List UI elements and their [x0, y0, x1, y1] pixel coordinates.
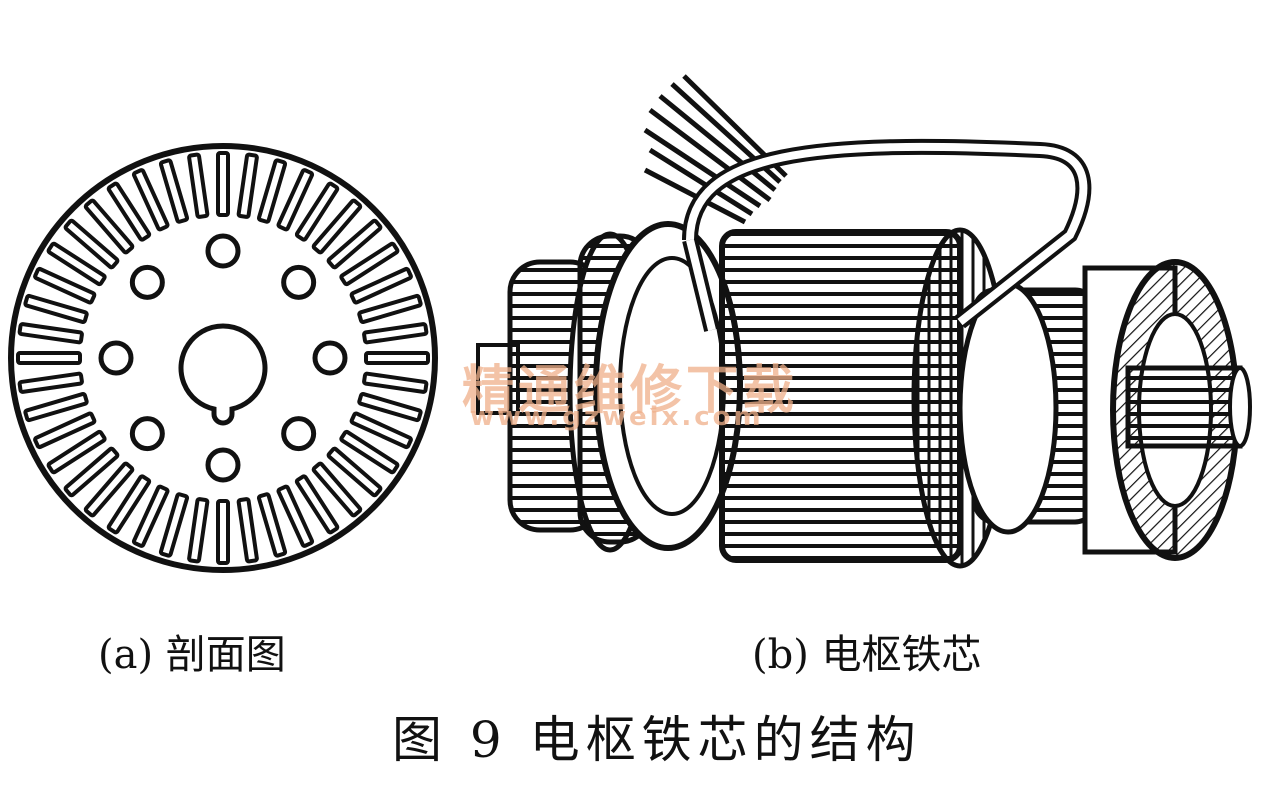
- lamination-slot: [33, 266, 97, 305]
- lamination-cross-section: [8, 143, 438, 573]
- watermark-text: 精通维修下载: [462, 361, 799, 421]
- lamination-slot: [326, 446, 383, 498]
- lamination-slots: [16, 151, 430, 565]
- ventilation-hole: [129, 416, 165, 452]
- lamination-slot: [17, 371, 84, 394]
- lamination-slot: [63, 218, 120, 270]
- right-end-stack: [957, 281, 1098, 535]
- ventilation-hole: [129, 264, 165, 300]
- lamination-slot: [33, 411, 97, 450]
- lamination-slot: [216, 151, 230, 217]
- lamination-slot: [256, 158, 288, 224]
- lamination-slot: [326, 218, 383, 270]
- lamination-slot: [83, 198, 135, 255]
- lamination-slot: [294, 181, 340, 242]
- shaft-bore-with-keyway: [178, 323, 268, 426]
- lamination-slot: [131, 168, 170, 232]
- lamination-slot: [236, 497, 259, 564]
- lamination-slot: [46, 429, 107, 475]
- ventilation-hole: [205, 447, 241, 483]
- lamination-slot: [158, 158, 190, 224]
- lamination-slot: [349, 266, 413, 305]
- lamination-slot: [294, 474, 340, 535]
- caption-a: (a) 剖面图: [98, 632, 286, 678]
- wire-leads: [643, 74, 788, 225]
- lamination-slot: [83, 461, 135, 518]
- ventilation-hole: [281, 416, 317, 452]
- lamination-slot: [158, 492, 190, 558]
- lamination-slot: [17, 322, 84, 345]
- lamination-slot: [311, 461, 363, 518]
- figure-title: 图 9 电枢铁芯的结构: [392, 711, 922, 769]
- lamination-slot: [349, 411, 413, 450]
- watermark-url: www.gzweix.com: [470, 402, 764, 432]
- lamination-slot: [23, 293, 89, 325]
- lamination-slot: [106, 474, 152, 535]
- lamination-slot: [357, 391, 423, 423]
- lamination-slot: [256, 492, 288, 558]
- lamination-slot: [46, 241, 107, 287]
- lamination-slot: [339, 241, 400, 287]
- lamination-slot: [236, 152, 259, 219]
- lamination-slot: [362, 322, 429, 345]
- lamination-slot: [364, 351, 430, 365]
- lamination-slot: [276, 168, 315, 232]
- ventilation-hole: [281, 264, 317, 300]
- ventilation-holes: [98, 233, 348, 483]
- shaft: [1125, 365, 1252, 449]
- lamination-slot: [23, 391, 89, 423]
- lamination-slot: [362, 371, 429, 394]
- ventilation-hole: [98, 340, 134, 376]
- lamination-slot: [276, 484, 315, 548]
- armature-core-drawing: [476, 74, 1252, 569]
- lamination-slot: [187, 497, 210, 564]
- lamination-slot: [106, 181, 152, 242]
- left-end-stack: [476, 221, 743, 553]
- lamination-slot: [187, 152, 210, 219]
- lamination-slot: [131, 484, 170, 548]
- lamination-slot: [339, 429, 400, 475]
- lamination-slot: [216, 499, 230, 565]
- caption-b: (b) 电枢铁芯: [752, 632, 982, 678]
- lamination-slot: [63, 446, 120, 498]
- lamination-slot: [357, 293, 423, 325]
- lamination-slot: [16, 351, 82, 365]
- winding-loop: [682, 138, 1092, 332]
- ventilation-hole: [312, 340, 348, 376]
- lamination-slot: [311, 198, 363, 255]
- ventilation-hole: [205, 233, 241, 269]
